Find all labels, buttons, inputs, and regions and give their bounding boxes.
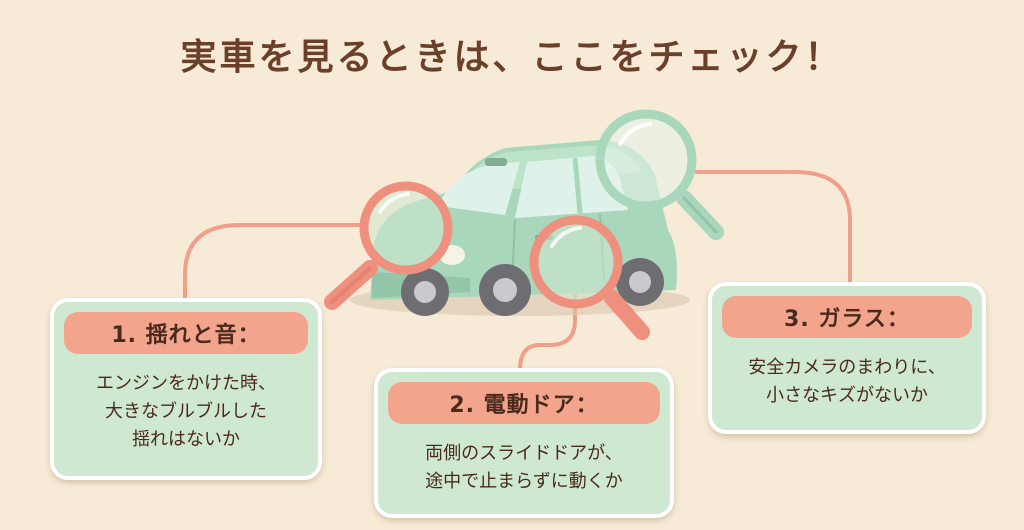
card-heading: 3. ガラス： (722, 296, 972, 338)
check-card-shake-sound: 1. 揺れと音： エンジンをかけた時、 大きなブルブルした 揺れはないか (50, 298, 322, 480)
magnifier-icon-engine (324, 181, 453, 310)
connector-line-3 (695, 170, 852, 285)
connector-line-2 (518, 290, 577, 371)
page-title: 実車を見るときは、ここをチェック！ (180, 37, 844, 78)
card-line: 安全カメラのまわりに、 (748, 357, 946, 378)
connector-line-1 (183, 223, 365, 300)
card-heading: 2. 電動ドア： (388, 382, 660, 424)
card-body: エンジンをかけた時、 大きなブルブルした 揺れはないか (64, 370, 308, 454)
card-body: 両側のスライドドアが、 途中で止まらずに動くか (388, 440, 660, 496)
magnifier-icon-windshield (595, 109, 724, 240)
card-body: 安全カメラのまわりに、 小さなキズがないか (722, 354, 972, 410)
card-line: 揺れはないか (132, 429, 240, 450)
card-line: 途中で止まらずに動くか (425, 471, 623, 492)
card-line: 両側のスライドドアが、 (425, 443, 623, 464)
card-line: 大きなブルブルした (105, 401, 267, 422)
card-line: 小さなキズがないか (766, 385, 928, 406)
card-heading: 1. 揺れと音： (64, 312, 308, 354)
check-card-power-door: 2. 電動ドア： 両側のスライドドアが、 途中で止まらずに動くか (374, 368, 674, 518)
check-card-glass: 3. ガラス： 安全カメラのまわりに、 小さなキズがないか (708, 282, 986, 434)
magnifier-icon-door (529, 215, 650, 340)
card-line: エンジンをかけた時、 (96, 373, 276, 394)
